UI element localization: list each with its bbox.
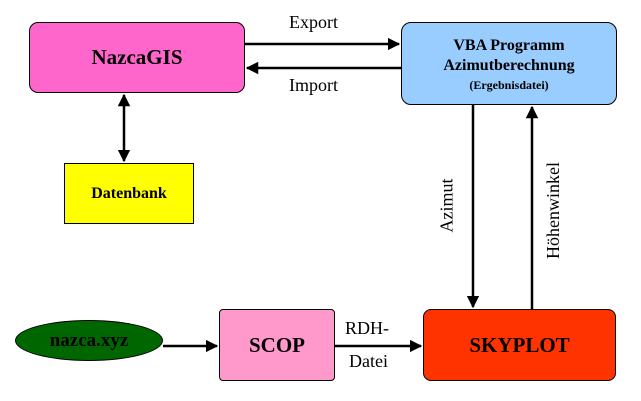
label-datei: Datei [349, 351, 388, 371]
node-datenbank: Datenbank [64, 163, 194, 224]
nazcagis-label: NazcaGIS [91, 45, 183, 69]
vba-title-line1: VBA Programm [453, 36, 565, 54]
nazcaxyz-label: nazca.xyz [49, 329, 129, 351]
label-azimut: Azimut [436, 178, 457, 233]
scop-label: SCOP [248, 332, 305, 357]
vba-title-line2: Azimutberechnung [443, 56, 575, 74]
node-nazca-xyz: nazca.xyz [15, 320, 163, 361]
node-nazcagis: NazcaGIS [29, 22, 245, 93]
node-scop: SCOP [219, 309, 335, 381]
label-rdh: RDH- [345, 318, 389, 338]
node-vba-programm: VBA Programm Azimutberechnung (Ergebnisd… [401, 22, 617, 105]
label-export: Export [289, 12, 338, 32]
datenbank-label: Datenbank [91, 184, 167, 202]
label-hoehenwinkel: Höhenwinkel [542, 162, 563, 259]
vba-subtitle: (Ergebnisdatei) [469, 77, 549, 92]
label-import: Import [289, 75, 338, 95]
node-skyplot: SKYPLOT [423, 309, 616, 381]
skyplot-label: SKYPLOT [469, 332, 570, 357]
